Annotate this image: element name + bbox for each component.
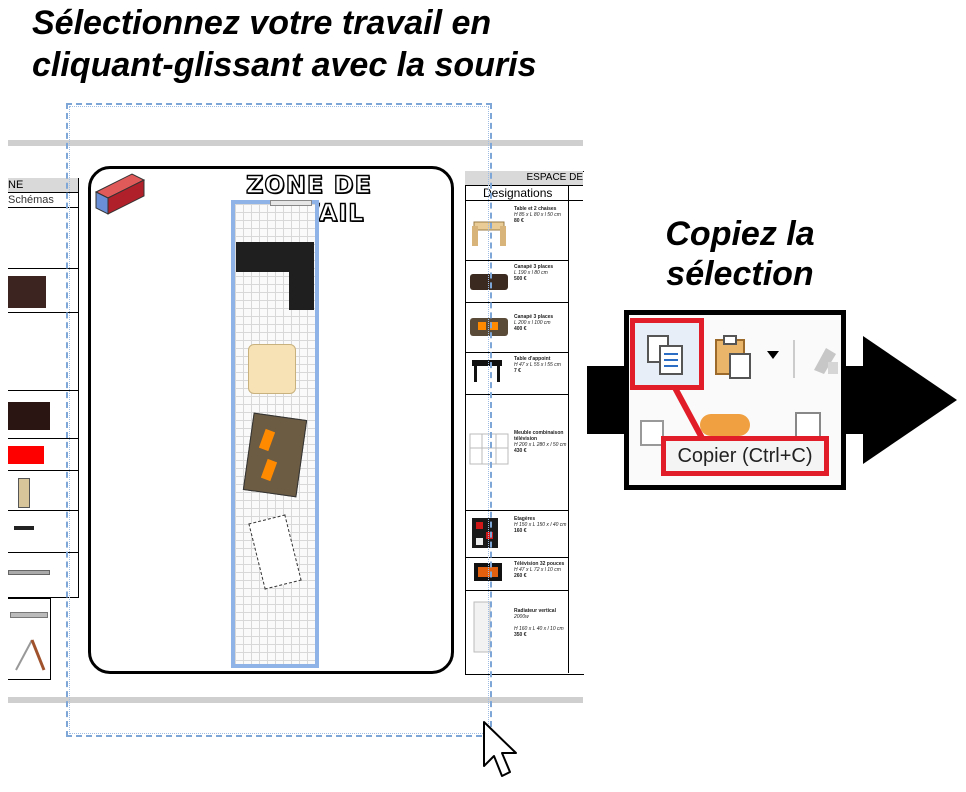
right-row-divider bbox=[465, 510, 568, 511]
right-catalog-header: ESPACE DE bbox=[465, 171, 583, 186]
item-dims: H 85 x L 80 x l 50 cm bbox=[514, 212, 561, 218]
left-catalog-header: NE bbox=[8, 178, 78, 193]
item-dims: H 160 x L 40 x l 10 cm bbox=[514, 626, 564, 632]
left-row-divider bbox=[8, 438, 78, 439]
item-price: 80 € bbox=[514, 218, 524, 224]
dining-table[interactable] bbox=[248, 344, 296, 394]
designations-label: Designations bbox=[483, 186, 553, 200]
cabinet-thumbnail[interactable] bbox=[8, 402, 50, 430]
item-dims: H 47 x L 55 x l 55 cm bbox=[514, 362, 561, 368]
item-dims: L 190 x l 80 cm bbox=[514, 270, 548, 276]
mouse-cursor-icon bbox=[483, 721, 517, 777]
left-row-divider bbox=[8, 268, 78, 269]
left-bottom-panel bbox=[8, 598, 51, 680]
table-chairs-thumbnail bbox=[472, 221, 506, 246]
catalog-item-sofa-2[interactable]: Canapé 3 places L 200 x l 100 cm 400 € bbox=[468, 308, 568, 350]
item-dims: H 150 x L 150 x l 40 cm bbox=[514, 522, 567, 528]
right-row-divider bbox=[465, 557, 568, 558]
item-price: 430 € bbox=[514, 448, 527, 454]
instruction-select-line2: cliquant-glissant avec la souris bbox=[32, 46, 537, 84]
toolbar-row2-icon[interactable] bbox=[640, 420, 664, 446]
highlight-connector bbox=[671, 386, 705, 440]
corner-sofa-arm[interactable] bbox=[289, 272, 314, 310]
toolbar-row2-icon[interactable] bbox=[795, 412, 821, 440]
item-extra: 2000w bbox=[514, 614, 529, 620]
item-price: 160 € bbox=[514, 528, 527, 534]
item-dims: L 200 x l 100 cm bbox=[514, 320, 551, 326]
container-logo bbox=[94, 173, 146, 215]
broom-thumbnail[interactable] bbox=[12, 634, 48, 674]
room-door bbox=[270, 200, 312, 206]
selection-marquee-inner bbox=[69, 106, 489, 734]
corner-sofa[interactable] bbox=[236, 242, 314, 272]
bar-thumbnail[interactable] bbox=[10, 612, 48, 618]
format-painter-icon[interactable] bbox=[808, 340, 842, 380]
item-name: Table d'appoint bbox=[514, 356, 551, 362]
catalog-item-table-chairs[interactable]: Table et 2 chaises H 85 x L 80 x l 50 cm… bbox=[468, 206, 568, 256]
catalog-item-tv-unit[interactable]: Meuble combinaison télévision H 200 x L … bbox=[468, 430, 568, 490]
instruction-copy-line2: sélection bbox=[666, 255, 814, 293]
item-name: Canapé 3 places bbox=[514, 264, 554, 270]
panel-thumbnail[interactable] bbox=[18, 478, 30, 508]
catalog-item-radiator[interactable]: Radiateur vertical 2000w H 160 x L 40 x … bbox=[468, 600, 568, 666]
left-row-divider bbox=[8, 470, 78, 471]
catalog-item-side-table[interactable]: Table d'appoint H 47 x L 55 x l 55 cm 7 … bbox=[468, 356, 568, 392]
right-row-divider bbox=[465, 590, 568, 591]
orange-sofa-thumbnail bbox=[470, 318, 508, 336]
item-price: 350 € bbox=[514, 632, 527, 638]
item-price: 500 € bbox=[514, 276, 527, 282]
left-row-divider bbox=[8, 312, 78, 313]
item-name: Radiateur vertical bbox=[514, 608, 556, 614]
left-row-divider bbox=[8, 552, 78, 553]
tv-unit-thumbnail bbox=[469, 433, 509, 465]
item-dims: H 47 x L 72 x l 10 cm bbox=[514, 567, 561, 573]
left-catalog-subheader: Schémas bbox=[8, 193, 78, 208]
right-row-divider bbox=[465, 260, 568, 261]
sofa-thumbnail[interactable] bbox=[8, 276, 46, 308]
item-price: 260 € bbox=[514, 573, 527, 579]
item-price: 7 € bbox=[514, 368, 521, 374]
item-name: Table et 2 chaises bbox=[514, 206, 557, 212]
right-row-divider bbox=[465, 302, 568, 303]
toolbar-row2-icon[interactable] bbox=[700, 414, 750, 436]
sheet-top-border bbox=[8, 140, 583, 146]
right-row-divider bbox=[465, 352, 568, 353]
right-column-divider bbox=[568, 186, 569, 673]
instruction-select-line1: Sélectionnez votre travail en bbox=[32, 4, 492, 42]
left-row-divider bbox=[8, 390, 78, 391]
item-name: Meuble combinaison télévision bbox=[514, 430, 564, 442]
left-row-divider bbox=[8, 510, 78, 511]
instruction-copy: Copiez la sélection bbox=[655, 214, 825, 294]
item-name: Canapé 3 places bbox=[514, 314, 554, 320]
sofa-thumbnail bbox=[470, 274, 508, 290]
red-rug-thumbnail[interactable] bbox=[8, 446, 44, 464]
table-thumbnail[interactable] bbox=[14, 526, 34, 530]
instruction-copy-line1: Copiez la bbox=[665, 215, 815, 253]
paste-icon[interactable] bbox=[712, 334, 758, 384]
copy-icon bbox=[647, 335, 683, 375]
item-dims: H 200 x L 280 x l 50 cm bbox=[514, 442, 567, 448]
item-name: Télévision 32 pouces bbox=[514, 561, 565, 567]
item-price: 400 € bbox=[514, 326, 527, 332]
right-row-divider bbox=[465, 394, 568, 395]
sheet-bottom-border bbox=[8, 697, 583, 703]
catalog-item-sofa-1[interactable]: Canapé 3 places L 190 x l 80 cm 500 € bbox=[468, 264, 568, 300]
right-catalog-subheader: Designations bbox=[465, 186, 583, 201]
shelves-thumbnail bbox=[472, 518, 498, 548]
rail-thumbnail[interactable] bbox=[8, 570, 50, 575]
instruction-select: Sélectionnez votre travail en cliquant-g… bbox=[32, 2, 592, 86]
catalog-item-shelves[interactable]: Etagères H 150 x L 150 x l 40 cm 160 € bbox=[468, 516, 568, 556]
side-table-thumbnail bbox=[472, 360, 502, 382]
copy-tooltip: Copier (Ctrl+C) bbox=[661, 436, 829, 476]
dropdown-arrow-icon[interactable] bbox=[766, 350, 780, 360]
selection-marquee[interactable] bbox=[66, 103, 492, 737]
toolbar-separator bbox=[793, 340, 795, 378]
item-name: Etagères bbox=[514, 516, 536, 522]
